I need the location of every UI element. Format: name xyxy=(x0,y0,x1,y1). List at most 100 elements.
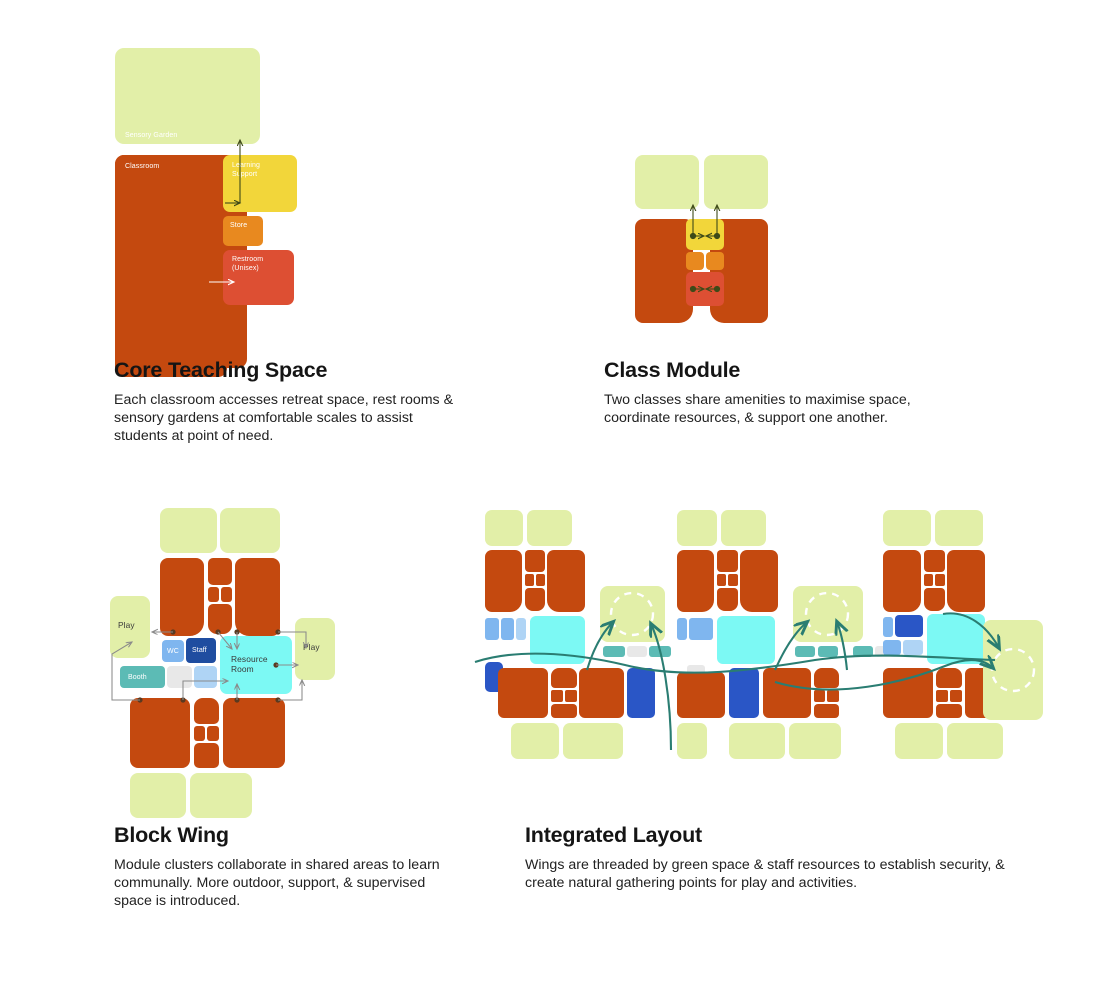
block-gathering-tile-1a xyxy=(603,646,625,657)
block-resource-band-b xyxy=(717,616,775,664)
block-garden-bottom-right xyxy=(190,773,252,818)
block-garden-c-top-left xyxy=(883,510,931,546)
block-spine-b-top-cell-left xyxy=(717,574,726,586)
block-staff-c-top xyxy=(895,615,923,637)
block-learning-support xyxy=(223,155,297,212)
integrated-body: Wings are threaded by green space & staf… xyxy=(525,856,1005,891)
block-spine-b-bottom-cell-left xyxy=(814,690,825,702)
block-spine-c-top-cell-right xyxy=(935,574,945,586)
block-classroom-bottom-left xyxy=(130,698,190,768)
wing-cluster-a xyxy=(475,510,675,780)
block-classroom-a-top-left xyxy=(485,550,522,612)
block-garden-top-left xyxy=(160,508,217,553)
block-garden-a-bottom-left xyxy=(511,723,559,759)
block-classroom-notch xyxy=(115,155,227,377)
block-spine-bottom-upper xyxy=(194,698,219,724)
block-garden-right xyxy=(704,155,768,209)
block-neutral-strip xyxy=(167,666,192,688)
block-gathering-tile-2c xyxy=(853,646,873,657)
integrated-layout-figure xyxy=(474,510,1095,810)
block-spine-c-bottom-cell-left xyxy=(936,690,948,702)
core-teaching-figure: Sensory Garden Classroom Learning Suppor… xyxy=(112,48,372,377)
block-restroom xyxy=(223,250,294,305)
block-amenity-b-1 xyxy=(677,618,687,640)
block-staff-a-right xyxy=(627,668,655,718)
block-restroom-shared xyxy=(686,272,724,306)
block-spine-a-bottom-lower xyxy=(551,704,577,718)
panel-integrated-layout: Integrated Layout Wings are threaded by … xyxy=(440,480,1106,940)
block-spine-a-top-cell-right xyxy=(536,574,545,586)
block-title: Block Wing xyxy=(114,823,229,847)
block-spine-c-top-upper xyxy=(924,550,945,572)
block-garden-b-top-left xyxy=(677,510,717,546)
core-caption: Core Teaching Space Each classroom acces… xyxy=(114,359,464,445)
block-spine-bottom-cell-left xyxy=(194,726,205,741)
block-amenity-b-2 xyxy=(689,618,713,640)
block-spine-c-bottom-upper xyxy=(936,668,962,688)
block-amenity-c-3 xyxy=(903,640,923,655)
block-spine-top-cell-left xyxy=(208,587,219,602)
block-garden-bottom-left xyxy=(130,773,186,818)
block-resource-band-a xyxy=(530,616,585,664)
block-classroom-top-right xyxy=(235,558,280,636)
block-gathering-garden-2 xyxy=(793,586,863,642)
block-spine-c-bottom-lower xyxy=(936,704,962,718)
block-classroom-c-bottom-left xyxy=(883,668,933,718)
block-caption: Block Wing Module clusters collaborate i… xyxy=(114,823,464,910)
core-body: Each classroom accesses retreat space, r… xyxy=(114,391,454,445)
block-spine-a-bottom-cell-left xyxy=(551,690,563,702)
block-garden-a-bottom-right xyxy=(563,723,623,759)
block-garden-left xyxy=(635,155,699,209)
block-spine-a-bottom-cell-right xyxy=(565,690,577,702)
block-garden-c-bottom-right xyxy=(947,723,1003,759)
block-classroom-a-top-right xyxy=(547,550,585,612)
integrated-caption: Integrated Layout Wings are threaded by … xyxy=(525,824,1025,892)
block-classroom-a-bottom-right xyxy=(579,668,624,718)
block-classroom-top-left xyxy=(160,558,204,636)
panel-block-wing: Play Play WC Staff Booth Resource Room xyxy=(0,480,500,940)
block-body: Module clusters collaborate in shared ar… xyxy=(114,856,440,910)
block-spine-a-top-upper xyxy=(525,550,545,572)
block-gathering-garden-1 xyxy=(600,586,665,642)
wing-cluster-b xyxy=(667,510,877,780)
class-module-figure xyxy=(605,155,820,340)
block-amenity-c-1 xyxy=(883,617,893,637)
module-body: Two classes share amenities to maximise … xyxy=(604,391,911,426)
block-spine-bottom-lower xyxy=(194,743,219,768)
block-spine-top-lower xyxy=(208,604,232,634)
block-sensory-garden xyxy=(115,48,260,144)
panel-core-teaching-space: Sensory Garden Classroom Learning Suppor… xyxy=(0,0,540,480)
block-spine-c-top-cell-left xyxy=(924,574,933,586)
block-classroom-b-bottom-left xyxy=(677,672,725,718)
block-amenity-a-2 xyxy=(501,618,514,640)
block-spine-top-upper xyxy=(208,558,232,585)
block-classroom-b-top-left xyxy=(677,550,714,612)
block-classroom-b-bottom-mid xyxy=(763,668,811,718)
block-store-right xyxy=(706,252,724,270)
block-booth xyxy=(120,666,165,688)
block-spine-b-bottom-lower xyxy=(814,704,839,718)
block-garden-b-bottom-right xyxy=(789,723,841,759)
block-amenity-c-2 xyxy=(883,640,901,655)
module-caption: Class Module Two classes share amenities… xyxy=(604,358,934,427)
block-classroom-c-top-left xyxy=(883,550,921,612)
module-title: Class Module xyxy=(604,358,741,382)
block-spine-top-cell-right xyxy=(221,587,232,602)
block-spine-bottom-cell-right xyxy=(207,726,219,741)
block-garden-b-top-right xyxy=(721,510,766,546)
block-spine-a-bottom-upper xyxy=(551,668,577,688)
block-wing-figure: Play Play WC Staff Booth Resource Room xyxy=(110,508,350,818)
block-spine-a-top-cell-left xyxy=(525,574,534,586)
block-staff-b xyxy=(729,668,759,718)
panel-class-module: Class Module Two classes share amenities… xyxy=(530,0,1106,480)
block-classroom-c-top-right xyxy=(947,550,985,612)
block-classroom-left xyxy=(635,219,693,323)
block-play-left xyxy=(110,596,150,658)
block-spine-c-bottom-cell-right xyxy=(950,690,962,702)
block-gathering-tile-1b xyxy=(627,646,647,657)
block-spine-c-top-lower xyxy=(924,588,945,611)
block-spine-b-top-lower xyxy=(717,588,738,611)
block-learning-support-shared xyxy=(686,219,724,250)
block-spine-b-bottom-cell-right xyxy=(827,690,839,702)
